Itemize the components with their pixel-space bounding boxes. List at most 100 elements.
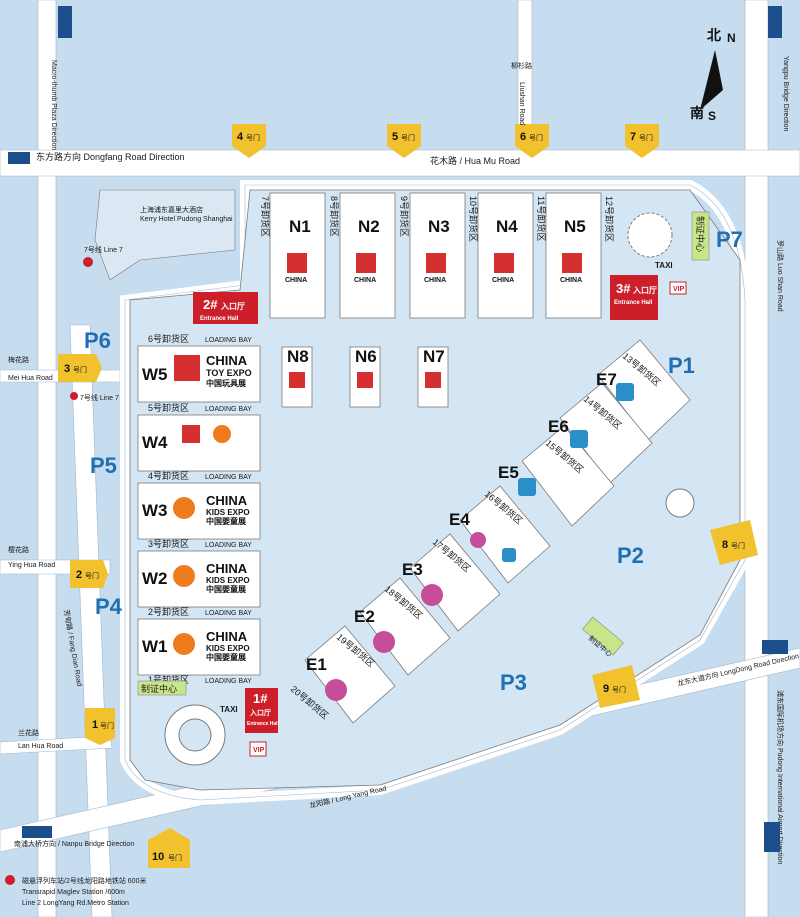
gate-10-label: 号门 [168, 853, 182, 862]
gate-1-label: 号门 [100, 721, 114, 730]
cert-center-north-label: 制证中心 [695, 216, 706, 252]
w3-logo-cn: 中国婴童展 [206, 516, 246, 526]
liushan-en: Liushan Road [518, 82, 525, 125]
gate-2[interactable] [70, 560, 108, 588]
gate-4-label: 号门 [246, 133, 260, 142]
loading-bay-2: LOADING BAY [205, 610, 252, 617]
lanhua-en: Lan Hua Road [18, 743, 63, 750]
entrance-3[interactable] [610, 275, 658, 320]
hall-label-n5: N5 [564, 217, 586, 236]
gate-6-label: 号门 [529, 133, 543, 142]
parking-p5[interactable]: P5 [90, 453, 117, 478]
east-roundabout [665, 488, 695, 518]
parking-p1[interactable]: P1 [668, 353, 695, 378]
top-left-arrow-icon [58, 6, 72, 38]
entrance-1-num: 1# [253, 691, 268, 706]
loading-bay-1: LOADING BAY [205, 678, 252, 685]
w2-logo-en1: CHINA [206, 561, 248, 576]
bay-10: 10号卸货区 [468, 196, 479, 242]
airport-arrow-icon [764, 822, 780, 852]
vip-label-3: VIP [673, 286, 685, 293]
meihua-en: Mei Hua Road [8, 375, 53, 382]
gate-3[interactable] [58, 354, 102, 382]
toy-logo-icon [562, 253, 582, 273]
parking-p7[interactable]: P7 [716, 227, 743, 252]
line7-label-meihua: 7号线 Line 7 [80, 393, 119, 402]
north-toy-logos [287, 253, 582, 273]
hall-label-e7: E7 [596, 370, 617, 389]
gate-9-num: 9 [603, 683, 609, 695]
hall-label-n8: N8 [287, 347, 309, 366]
compass: 北 N 南 S [690, 27, 736, 123]
gate-3-num: 3 [64, 363, 70, 375]
liushan-cn: 柳杉路 [511, 61, 532, 70]
cert-center-north[interactable] [691, 211, 710, 261]
hall-label-n3: N3 [428, 217, 450, 236]
bay-7: 7号卸货区 [260, 196, 271, 237]
gate-4-num: 4 [237, 131, 244, 143]
entrance-1-en: Entrance Hall [247, 721, 280, 727]
hall-label-n1: N1 [289, 217, 311, 236]
left-avenue-road [37, 0, 57, 917]
toy-logo-icon [174, 355, 200, 381]
parking-p6[interactable]: P6 [84, 328, 111, 353]
longdong-arrow-icon [762, 640, 788, 654]
w3-logo-en2: KIDS EXPO [206, 508, 250, 517]
gate-8-label: 号门 [731, 541, 745, 550]
metro-en2: Line 2 LongYang Rd.Metro Station [22, 900, 129, 907]
kids-stroller-icon [173, 565, 195, 587]
hall-label-w1: W1 [142, 637, 168, 656]
gate-7[interactable] [625, 124, 659, 158]
west-halls [137, 345, 261, 676]
entrance-1[interactable] [245, 688, 278, 733]
bay-4: 4号卸货区 [148, 470, 189, 481]
yinghua-en: Ying Hua Road [8, 562, 55, 569]
loading-bay-5: LOADING BAY [205, 406, 252, 413]
metro-icon-north [83, 257, 93, 267]
gate-10[interactable] [148, 828, 190, 868]
hall-e1 [304, 625, 396, 724]
hall-w1 [137, 618, 261, 676]
gate-8[interactable] [710, 520, 758, 565]
kerry-hotel-en: Kerry Hotel Pudong Shanghai [140, 216, 233, 223]
kids-stroller-icon [213, 425, 231, 443]
gate-4[interactable] [232, 124, 266, 158]
gate-9[interactable] [592, 665, 640, 708]
hall-e5 [521, 425, 615, 527]
gate-5-label: 号门 [401, 133, 415, 142]
hall-label-e5: E5 [498, 463, 519, 482]
cert-center-west[interactable] [137, 680, 187, 696]
w2-logo-en2: KIDS EXPO [206, 576, 250, 585]
preschool-logo-icon [518, 478, 536, 496]
metro-cn: 磁悬浮列车站/2号线龙阳路地铁站 600米 [22, 876, 146, 885]
luoshan-road-label: 罗山路 Luo Shan Road [776, 240, 785, 312]
loading-bay-3: LOADING BAY [205, 542, 252, 549]
compass-south-en: S [708, 109, 716, 123]
cert-center-east[interactable] [582, 616, 624, 656]
parking-p3[interactable]: P3 [500, 670, 527, 695]
bay-6: 6号卸货区 [148, 333, 189, 344]
parking-p2[interactable]: P2 [617, 543, 644, 568]
top-right-arrow-icon [768, 6, 782, 38]
dongfang-arrow-icon [8, 152, 30, 164]
hall-w2 [137, 550, 261, 608]
gate-3-label: 号门 [73, 365, 87, 374]
gate-5[interactable] [387, 124, 421, 158]
parking-p4[interactable]: P4 [95, 594, 123, 619]
top-left-road-label: Macro-thumb Plaza Direction [50, 60, 57, 150]
entrance-1-cn: 入口厅 [249, 709, 271, 717]
toy-en-n3: CHINA [424, 277, 446, 284]
loading-bay-4: LOADING BAY [205, 474, 252, 481]
bay-8: 8号卸货区 [329, 196, 340, 237]
gate-6[interactable] [515, 124, 549, 158]
gate-7-num: 7 [630, 131, 636, 143]
gate-1-num: 1 [92, 719, 98, 731]
bay-1: 1号卸货区 [148, 674, 189, 685]
licensing-logo-icon [373, 631, 395, 653]
gate-1[interactable] [85, 708, 115, 745]
taxi-label-3: TAXI [655, 261, 673, 270]
dongfang-road-label: 东方路方向 Dongfang Road Direction [36, 151, 185, 162]
entrance-2[interactable] [193, 292, 258, 324]
w5-logo-en1: CHINA [206, 353, 248, 368]
